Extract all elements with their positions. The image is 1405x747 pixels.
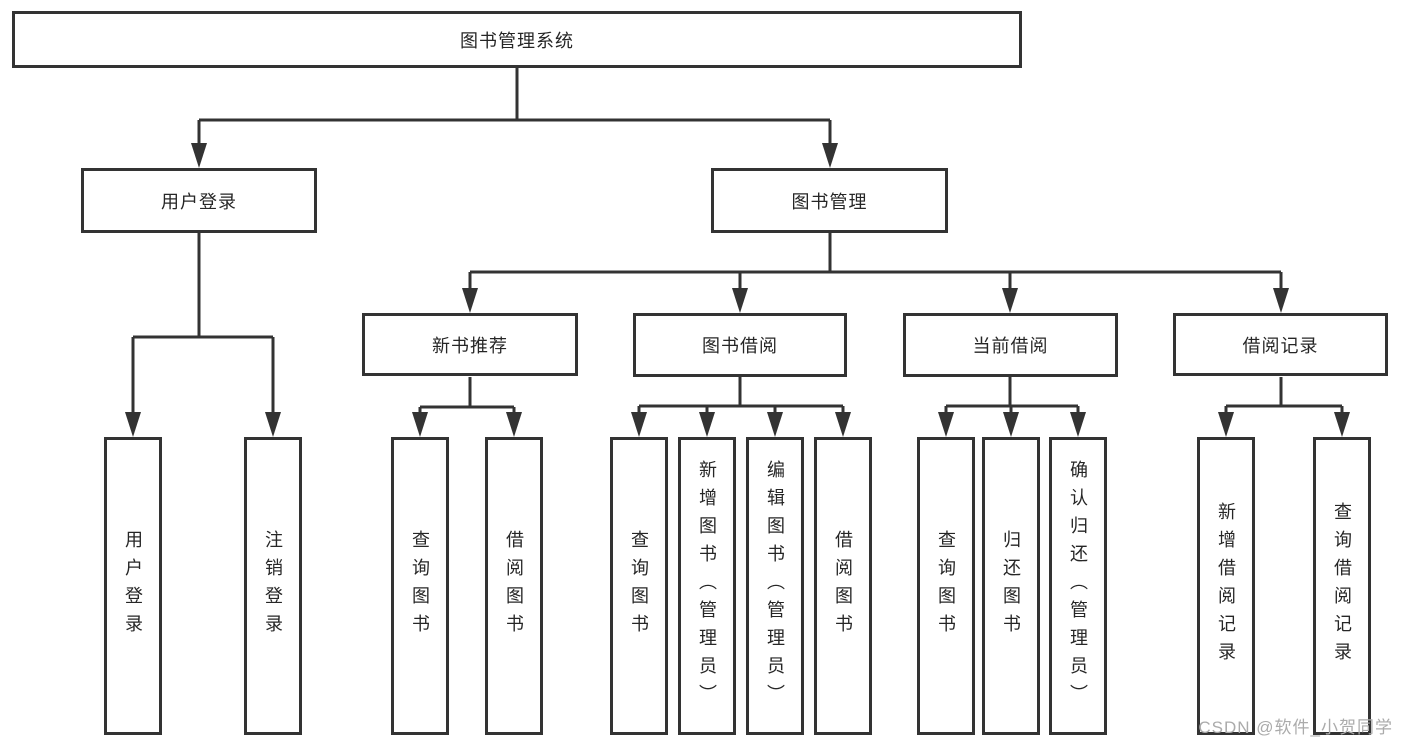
leaf-add-books-admin: 新增图书（管理员） bbox=[678, 437, 736, 735]
arrowhead-icon bbox=[835, 412, 851, 437]
node-book-borrow: 图书借阅 bbox=[633, 313, 847, 377]
arrowhead-icon bbox=[1070, 412, 1086, 437]
node-book-management: 图书管理 bbox=[711, 168, 948, 233]
leaf-return-books: 归还图书 bbox=[982, 437, 1040, 735]
arrowhead-icon bbox=[1334, 412, 1350, 437]
arrowhead-icon bbox=[412, 412, 428, 437]
leaf-edit-books-admin: 编辑图书（管理员） bbox=[746, 437, 804, 735]
leaf-return-books-label: 归还图书 bbox=[1001, 530, 1021, 642]
arrowhead-icon bbox=[265, 412, 281, 437]
leaf-query-borrow-record: 查询借阅记录 bbox=[1313, 437, 1371, 735]
leaf-borrow-books-recommend-label: 借阅图书 bbox=[504, 530, 524, 642]
leaf-add-borrow-record-label: 新增借阅记录 bbox=[1216, 502, 1236, 670]
connector-new-book-to-leaves bbox=[418, 377, 516, 416]
arrowhead-icon bbox=[1273, 288, 1289, 313]
leaf-add-books-admin-label: 新增图书（管理员） bbox=[697, 460, 717, 712]
arrowhead-icon bbox=[938, 412, 954, 437]
leaf-query-books-recommend-label: 查询图书 bbox=[410, 530, 430, 642]
arrowhead-icon bbox=[767, 412, 783, 437]
leaf-query-books-current: 查询图书 bbox=[917, 437, 975, 735]
leaf-query-books-recommend: 查询图书 bbox=[391, 437, 449, 735]
connector-user-login-to-leaves bbox=[131, 233, 275, 416]
node-current-borrow-label: 当前借阅 bbox=[972, 336, 1049, 356]
leaf-logout: 注销登录 bbox=[244, 437, 302, 735]
arrowhead-icon bbox=[125, 412, 141, 437]
leaf-edit-books-admin-label: 编辑图书（管理员） bbox=[765, 460, 785, 712]
connector-current-borrow-to-leaves bbox=[944, 377, 1080, 416]
leaf-query-books-borrow: 查询图书 bbox=[610, 437, 668, 735]
leaf-add-borrow-record: 新增借阅记录 bbox=[1197, 437, 1255, 735]
arrowhead-icon bbox=[462, 288, 478, 313]
leaf-user-login: 用户登录 bbox=[104, 437, 162, 735]
leaf-borrow-books-recommend: 借阅图书 bbox=[485, 437, 543, 735]
node-library-system: 图书管理系统 bbox=[12, 11, 1022, 68]
arrowhead-icon bbox=[1002, 288, 1018, 313]
arrowhead-icon bbox=[506, 412, 522, 437]
node-book-management-label: 图书管理 bbox=[791, 191, 868, 212]
node-new-book-recommend: 新书推荐 bbox=[362, 313, 578, 376]
node-borrow-records: 借阅记录 bbox=[1173, 313, 1388, 376]
arrowhead-icon bbox=[191, 143, 207, 168]
arrowhead-icon bbox=[631, 412, 647, 437]
connector-book-borrow-to-leaves bbox=[637, 377, 845, 416]
leaf-logout-label: 注销登录 bbox=[263, 530, 283, 642]
leaf-query-books-current-label: 查询图书 bbox=[936, 530, 956, 642]
node-user-login-label: 用户登录 bbox=[161, 191, 237, 212]
connector-book-mgmt-to-level3 bbox=[468, 233, 1283, 292]
leaf-query-books-borrow-label: 查询图书 bbox=[629, 530, 649, 642]
leaf-borrow-books: 借阅图书 bbox=[814, 437, 872, 735]
node-book-borrow-label: 图书借阅 bbox=[702, 336, 778, 356]
arrowhead-icon bbox=[699, 412, 715, 437]
arrowhead-icon bbox=[1003, 412, 1019, 437]
leaf-borrow-books-label: 借阅图书 bbox=[833, 530, 853, 642]
node-library-system-label: 图书管理系统 bbox=[460, 30, 574, 51]
connector-root-to-level2 bbox=[197, 68, 832, 148]
leaf-confirm-return-admin: 确认归还（管理员） bbox=[1049, 437, 1107, 735]
leaf-user-login-label: 用户登录 bbox=[123, 530, 143, 642]
leaf-query-borrow-record-label: 查询借阅记录 bbox=[1332, 502, 1352, 670]
arrowhead-icon bbox=[1218, 412, 1234, 437]
connector-borrow-records-to-leaves bbox=[1224, 377, 1344, 416]
node-new-book-recommend-label: 新书推荐 bbox=[432, 335, 508, 356]
node-current-borrow: 当前借阅 bbox=[903, 313, 1118, 377]
arrowhead-icon bbox=[732, 288, 748, 313]
leaf-confirm-return-admin-label: 确认归还（管理员） bbox=[1068, 460, 1088, 712]
node-borrow-records-label: 借阅记录 bbox=[1242, 335, 1319, 356]
arrowhead-icon bbox=[822, 143, 838, 168]
node-user-login: 用户登录 bbox=[81, 168, 317, 233]
csdn-watermark: CSDN @软件_小贺同学 bbox=[1198, 718, 1393, 737]
